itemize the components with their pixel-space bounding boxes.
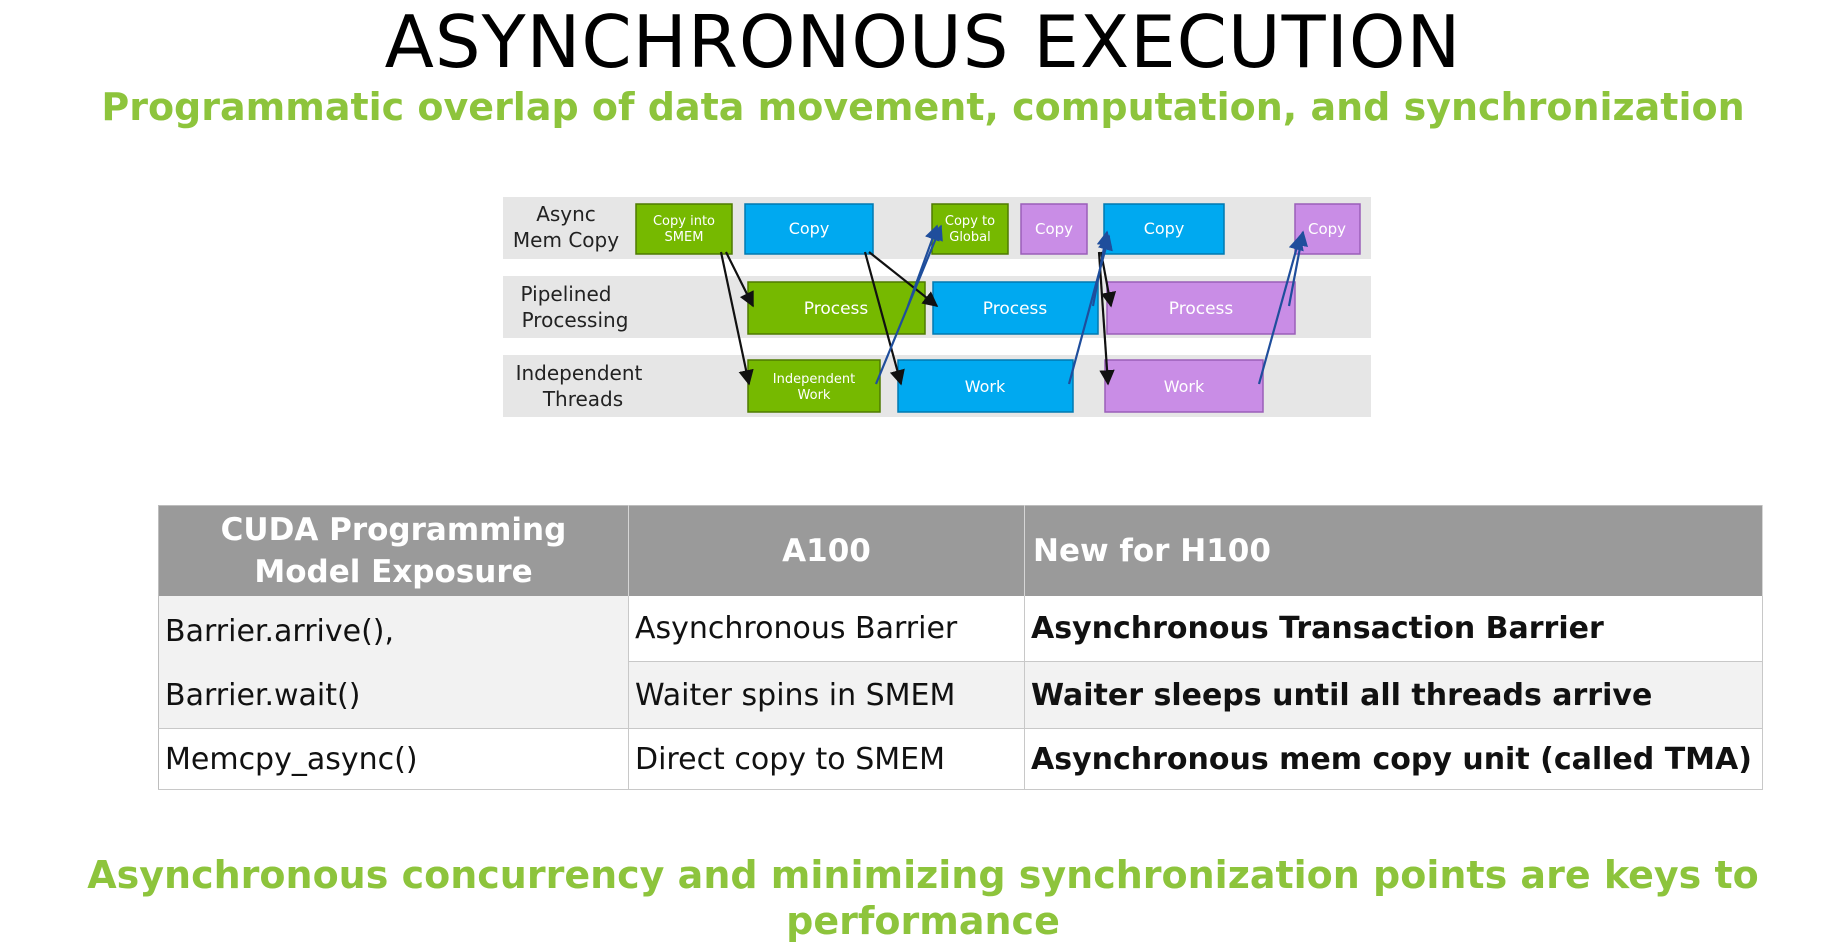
table-row: Memcpy_async() Direct copy to SMEM Async…: [158, 728, 1763, 790]
block-label-b10a: Independent: [773, 372, 855, 387]
table-cell-barrier-arrive: Barrier.arrive(),: [165, 614, 395, 649]
arrow-copy-smem-to-process: [725, 251, 754, 308]
block-label-b1a: Copy into: [653, 214, 715, 229]
arrow-work-blue-to-copy: [1067, 234, 1113, 385]
arrow-work-purple-to-copy: [1257, 234, 1304, 385]
table-cell-a100-row1: Asynchronous Barrier: [628, 596, 1025, 663]
block-label-b3a: Copy to: [945, 214, 995, 229]
slide-footer: Asynchronous concurrency and minimizing …: [87, 853, 1759, 943]
block-process-purple: [1106, 281, 1296, 335]
table-cell-barrier-api: Barrier.arrive(), Barrier.wait(): [158, 596, 629, 729]
arrow-copy-purple-to-work: [1097, 251, 1115, 386]
block-copy-blue-2: [1103, 203, 1225, 255]
block-label-b7: Process: [804, 299, 869, 319]
lane-label-1b: Mem Copy: [513, 228, 619, 252]
table-cell-memcpy-api: Memcpy_async(): [158, 728, 629, 790]
arrow-copy-smem-to-independent: [719, 251, 754, 386]
lane-label-3b: Threads: [542, 387, 623, 411]
arrow-copy-blue-to-work: [863, 251, 905, 386]
block-label-b2: Copy: [789, 219, 830, 238]
block-label-b1b: SMEM: [665, 230, 704, 245]
table-header-a100: A100: [628, 505, 1025, 596]
slide-subtitle: Programmatic overlap of data movement, c…: [101, 85, 1745, 129]
table-cell-h100-row3: Asynchronous mem copy unit (called TMA): [1024, 728, 1763, 790]
arrow-copy-blue-to-process: [868, 251, 939, 307]
table-row: Waiter spins in SMEM Waiter sleeps until…: [159, 661, 1763, 729]
block-process-blue: [932, 281, 1099, 335]
table-header-row: CUDA Programming Model Exposure A100 New…: [158, 505, 1763, 596]
lane-label-1a: Async: [536, 202, 596, 226]
block-work-blue: [897, 359, 1074, 413]
block-process-green: [747, 281, 926, 335]
table-cell-a100-row2: Waiter spins in SMEM: [628, 661, 1025, 729]
block-label-b11: Work: [965, 377, 1006, 396]
block-work-purple: [1104, 359, 1264, 413]
block-label-b6: Copy: [1308, 220, 1346, 238]
table-cell-h100-row1: Asynchronous Transaction Barrier: [1024, 596, 1763, 663]
table-row: Barrier.arrive(), Barrier.wait() Asynchr…: [158, 596, 1763, 729]
lane-label-2b: Processing: [522, 308, 629, 332]
table-header-h100: New for H100: [1024, 505, 1763, 596]
lane-label-2a: Pipelined: [521, 282, 612, 306]
block-copy-into-smem: [635, 203, 733, 255]
lane-label-3a: Independent: [516, 361, 643, 385]
block-copy-purple-1: [1020, 203, 1088, 255]
arrow-independent-to-global: [874, 224, 943, 385]
block-copy-to-global: [931, 203, 1009, 255]
table-cell-barrier-wait: Barrier.wait(): [165, 678, 361, 713]
comparison-table: CUDA Programming Model Exposure A100 New…: [158, 505, 1763, 790]
block-label-b4: Copy: [1035, 220, 1073, 238]
block-label-b9: Process: [1169, 299, 1234, 319]
block-independent-work: [747, 359, 881, 413]
block-label-b5: Copy: [1144, 219, 1185, 238]
async-execution-diagram: Async Mem Copy Pipelined Processing Inde…: [503, 197, 1371, 417]
block-label-b12: Work: [1164, 377, 1205, 396]
table-header-programming-model: CUDA Programming Model Exposure: [158, 505, 629, 596]
block-label-b3b: Global: [949, 230, 990, 245]
slide-title: ASYNCHRONOUS EXECUTION: [384, 0, 1462, 84]
table-cell-a100-row3: Direct copy to SMEM: [628, 728, 1025, 790]
block-copy-blue-1: [744, 203, 874, 255]
table-cell-h100-row2: Waiter sleeps until all threads arrive: [1024, 661, 1763, 729]
block-label-b10b: Work: [798, 388, 831, 403]
block-label-b8: Process: [983, 299, 1048, 319]
